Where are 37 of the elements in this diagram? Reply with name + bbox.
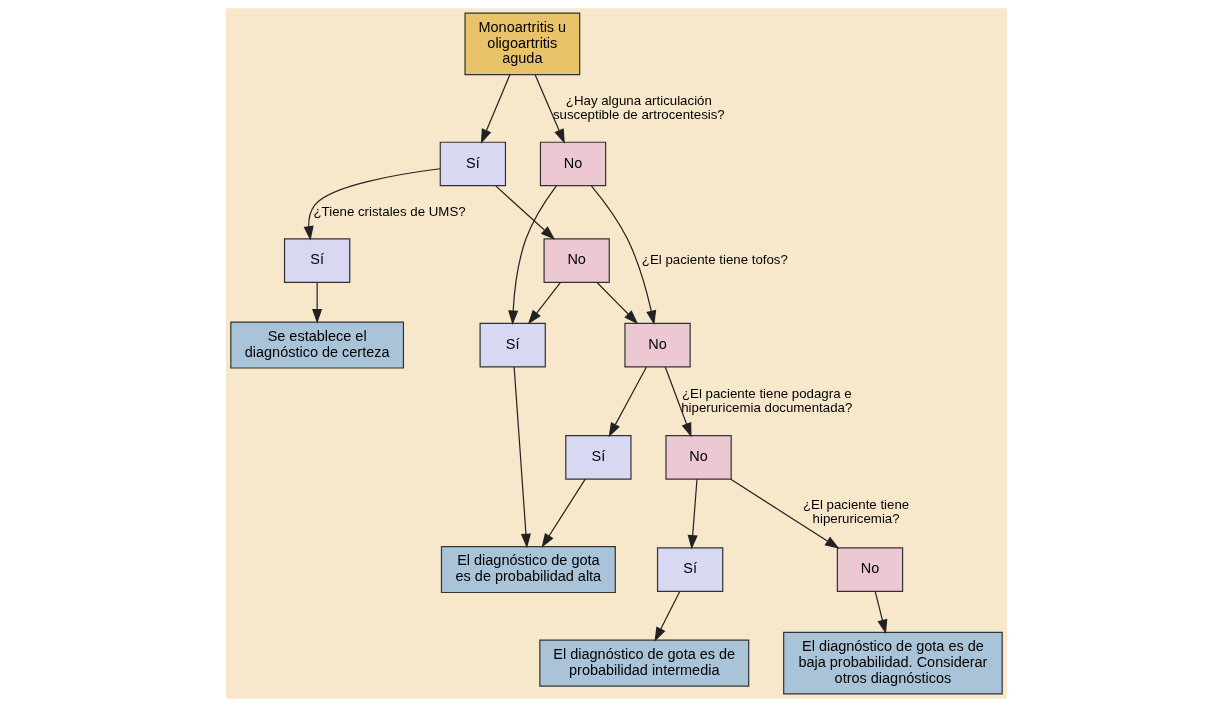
- arrow: [608, 366, 647, 438]
- edge-label: ¿Tiene cristales de UMS?: [313, 203, 466, 219]
- arrow: [540, 478, 586, 548]
- arrow: [590, 185, 656, 326]
- arrow: [653, 590, 680, 642]
- node-box: No: [542, 238, 610, 283]
- arrow: [507, 185, 557, 325]
- arrow: [513, 366, 531, 549]
- arrow: [303, 168, 441, 241]
- node-box: El diagnóstico de gota es de probabilidad intermedia: [538, 639, 749, 687]
- node-box: Sí: [479, 322, 546, 368]
- node-box: Monoartritis u oligoartritis aguda: [463, 12, 580, 76]
- node-box: Sí: [564, 434, 632, 480]
- edge-label: ¿El paciente tiene tofos?: [641, 251, 788, 267]
- arrow: [480, 74, 510, 144]
- arrow: [494, 185, 555, 240]
- arrow: [729, 478, 839, 549]
- node-box: El diagnóstico de gota es de baja probabilidad. Considerar otros diagnósticos: [782, 631, 1003, 695]
- arrow: [595, 281, 638, 325]
- node-box: No: [836, 547, 903, 592]
- node-box: No: [623, 322, 691, 368]
- arrow: [527, 281, 561, 325]
- node-box: No: [664, 434, 732, 480]
- node-box: Sí: [283, 238, 350, 283]
- edge-label: ¿El paciente tiene hiperuricemia?: [802, 496, 909, 527]
- arrow: [687, 478, 698, 550]
- edge-label: ¿Hay alguna articulación susceptible de artrocentesis?: [552, 92, 725, 123]
- arrow: [311, 281, 322, 324]
- node-box: Sí: [656, 547, 723, 592]
- node-box: El diagnóstico de gota es de probabilidad alta: [440, 546, 616, 594]
- node-box: Se establece el diagnóstico de certeza: [229, 321, 404, 369]
- arrow: [534, 74, 565, 144]
- arrow: [874, 590, 887, 635]
- edge-label: ¿El paciente tiene podagra e hiperuricemia documentada?: [680, 385, 852, 416]
- node-box: Sí: [439, 141, 506, 187]
- arrow: [664, 366, 692, 438]
- node-box: No: [539, 141, 606, 187]
